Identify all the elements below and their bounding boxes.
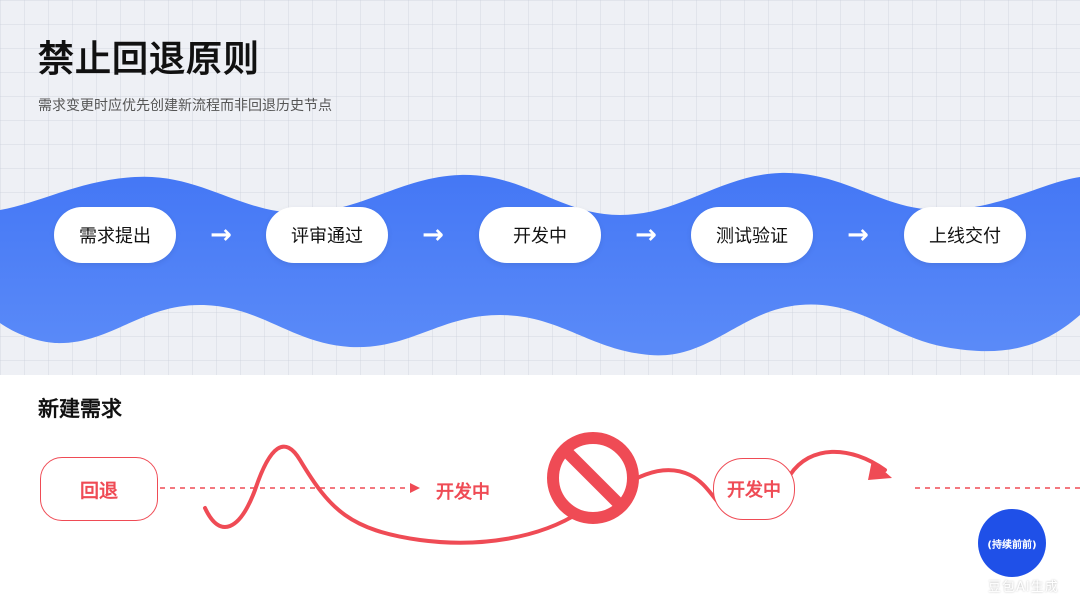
watermark: 豆包AI生成 (988, 580, 1059, 595)
flow-arrow-1: → (210, 220, 232, 250)
flow-step-2: 评审通过 (266, 207, 388, 263)
flow-arrow-3: → (635, 220, 657, 250)
dev-node: 开发中 (713, 458, 795, 520)
small-arrowhead-icon (410, 483, 420, 493)
dev-label: 开发中 (436, 482, 490, 503)
top-panel (0, 0, 1080, 375)
no-entry-icon (547, 432, 639, 524)
blue-wave-band (0, 172, 1080, 356)
flow-step-4: 测试验证 (691, 207, 813, 263)
flow-step-3: 开发中 (479, 207, 601, 263)
flow-arrow-4: → (847, 220, 869, 250)
flow-step-5: 上线交付 (904, 207, 1026, 263)
page-title: 禁止回退原则 (38, 39, 261, 80)
ongoing-badge: (持续前前) (978, 509, 1046, 577)
flow-arrow-2: → (422, 220, 444, 250)
rollback-diagram (160, 432, 1080, 545)
rollback-node: 回退 (40, 457, 158, 521)
flow-step-1: 需求提出 (54, 207, 176, 263)
section-title: 新建需求 (38, 397, 122, 421)
curve-arrowhead-icon (868, 460, 892, 480)
page-subtitle: 需求变更时应优先创建新流程而非回退历史节点 (38, 98, 332, 114)
